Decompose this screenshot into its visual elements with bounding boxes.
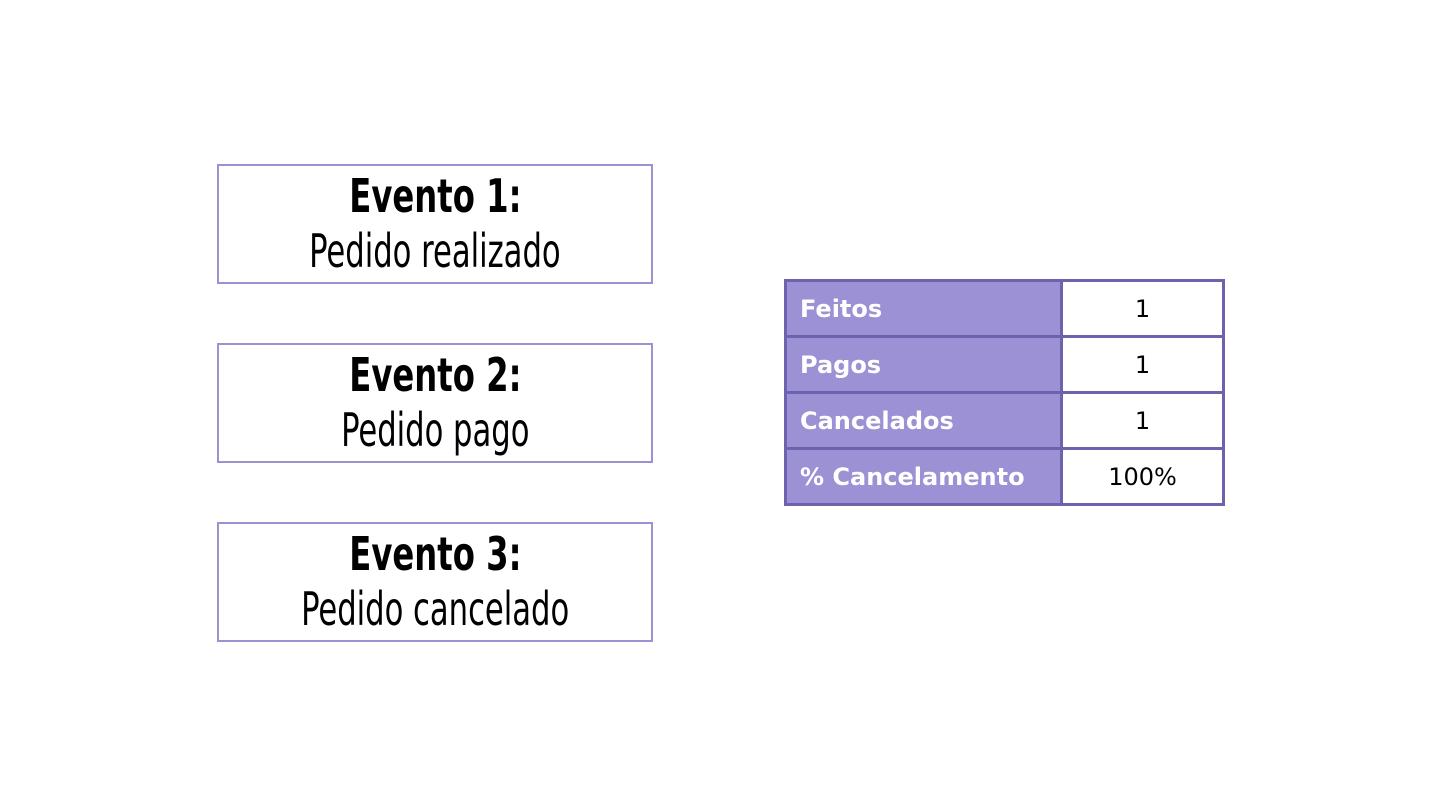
stats-table: Feitos 1 Pagos 1 Cancelados 1 % Cancelam… (784, 279, 1225, 506)
row-label-pagos: Pagos (784, 335, 1063, 394)
row-value-pagos: 1 (1060, 335, 1225, 394)
event-box-1: Evento 1: Pedido realizado (217, 164, 653, 284)
row-label-cancelamento: % Cancelamento (784, 447, 1063, 506)
event-2-description: Pedido pago (340, 403, 530, 457)
event-box-3: Evento 3: Pedido cancelado (217, 522, 653, 642)
table-row: Pagos 1 (784, 335, 1225, 394)
row-value-cancelados: 1 (1060, 391, 1225, 450)
row-label-cancelados: Cancelados (784, 391, 1063, 450)
event-3-title: Evento 3: (348, 527, 522, 581)
table-row: % Cancelamento 100% (784, 447, 1225, 506)
event-1-title: Evento 1: (348, 169, 522, 223)
event-3-description: Pedido cancelado (300, 582, 570, 636)
row-value-cancelamento: 100% (1060, 447, 1225, 506)
event-2-title: Evento 2: (348, 348, 522, 402)
row-label-feitos: Feitos (784, 279, 1063, 338)
event-box-2: Evento 2: Pedido pago (217, 343, 653, 463)
row-value-feitos: 1 (1060, 279, 1225, 338)
table-row: Cancelados 1 (784, 391, 1225, 450)
table-row: Feitos 1 (784, 279, 1225, 338)
event-1-description: Pedido realizado (309, 224, 561, 278)
